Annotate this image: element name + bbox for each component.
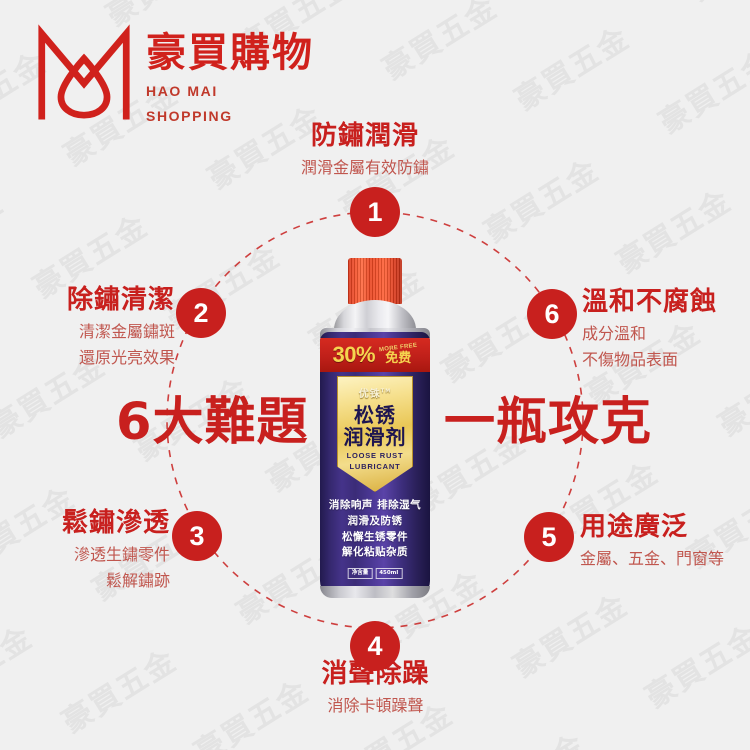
bottle-feature-line: 润滑及防锈 (347, 514, 403, 527)
feature-subtitle-4: 消除卡頓躁聲 (327, 695, 424, 715)
m-droplet-logo-icon (38, 24, 130, 120)
feature-block-2: 除鏽清潔 清潔金屬鏽斑 還原光亮效果 (10, 285, 175, 369)
feature-subtitle-6-line2: 不傷物品表面 (582, 350, 679, 370)
headline-right: 一瓶攻克 (444, 393, 653, 452)
bottle-cap (348, 258, 402, 304)
label-brand-text: 优铢 (358, 389, 381, 400)
volume-badge: 净含量 450ml (347, 568, 403, 579)
bottle-feature-line: 消除响声 排除湿气 (328, 499, 422, 511)
watermark-text: 豪買五金 (0, 0, 83, 11)
feature-subtitle-1: 潤滑金屬有效防鏽 (300, 157, 429, 177)
brand-text-block: 豪買購物 HAO MAI SHOPPING (146, 24, 314, 124)
feature-block-5: 用途廣泛 金屬、五金、門窗等 (580, 512, 748, 569)
bottle-base-ring (320, 586, 430, 598)
feature-title-3: 鬆鏽滲透 (61, 508, 170, 538)
bottle-feature-line: 解化粘贴杂质 (342, 546, 408, 559)
watermark-text: 豪買五金 (465, 727, 592, 750)
feature-badge-3: 3 (172, 511, 222, 561)
feature-badge-6: 6 (527, 289, 577, 339)
feature-block-3: 鬆鏽滲透 滲透生鏽零件 鬆解鏽跡 (10, 508, 170, 592)
watermark-text: 豪買五金 (610, 183, 738, 281)
feature-title-1: 防鏽潤滑 (310, 121, 419, 151)
label-title-en-line2: LUBRICANT (349, 461, 401, 471)
headline-left: 6大難題 (116, 393, 309, 452)
watermark-text: 豪買五金 (509, 20, 637, 118)
feature-subtitle-3-line2: 鬆解鏽跡 (105, 571, 170, 591)
label-brand-cn: 优铢TM (359, 385, 391, 400)
volume-label: 净含量 (347, 568, 373, 579)
feature-subtitle-2-line1: 清潔金屬鏽斑 (78, 321, 175, 341)
feature-badge-2: 2 (176, 288, 226, 338)
brand-name-en-line2: SHOPPING (146, 108, 233, 124)
label-title-line2: 润滑剂 (343, 424, 407, 449)
trademark-symbol: TM (380, 388, 392, 395)
brand-header: 豪買購物 HAO MAI SHOPPING (36, 24, 314, 124)
watermark-text: 豪買五金 (507, 587, 635, 686)
watermark-text: 豪買五金 (56, 643, 184, 741)
bottle-feature-line: 松懈生锈零件 (342, 530, 408, 543)
feature-title-6: 溫和不腐蝕 (582, 287, 718, 317)
brand-name-cn: 豪買購物 (146, 30, 314, 76)
watermark-text: 豪買五金 (0, 185, 11, 283)
bottle-body: 30% MORE FREE 免费 优铢TM 松锈 润滑剂 LOOSE RUST … (320, 332, 430, 598)
watermark-text: 豪買五金 (653, 43, 750, 142)
feature-block-4: 消聲除躁 消除卡頓躁聲 (273, 659, 478, 716)
promo-free-group: MORE FREE 免费 (379, 343, 418, 366)
promo-free-cn: 免费 (385, 351, 412, 366)
watermark-text: 豪買五金 (0, 619, 40, 718)
brand-name-en-line1: HAO MAI (146, 83, 218, 99)
promo-banner: 30% MORE FREE 免费 (320, 338, 430, 372)
feature-block-1: 防鏽潤滑 潤滑金屬有效防鏽 (265, 121, 465, 178)
feature-subtitle-2-line2: 還原光亮效果 (78, 348, 175, 368)
label-title-line1: 松锈 (354, 403, 396, 427)
feature-badge-1: 1 (350, 187, 400, 237)
label-title-en-line1: LOOSE RUST (346, 451, 404, 461)
volume-value: 450ml (375, 568, 403, 579)
feature-subtitle-6-line1: 成分溫和 (582, 323, 647, 343)
feature-block-6: 溫和不腐蝕 成分溫和 不傷物品表面 (582, 287, 748, 371)
feature-title-4: 消聲除躁 (321, 659, 430, 689)
product-bottle-image: 30% MORE FREE 免费 优铢TM 松锈 润滑剂 LOOSE RUST … (312, 258, 438, 598)
promo-percent: 30% (332, 342, 376, 367)
feature-badge-5: 5 (524, 512, 574, 562)
label-shield: 优铢TM 松锈 润滑剂 LOOSE RUST LUBRICANT (337, 376, 413, 492)
feature-title-5: 用途廣泛 (580, 512, 689, 542)
watermark-text: 豪買五金 (376, 0, 504, 88)
bottle-feature-lines: 消除响声 排除湿气 润滑及防锈 松懈生锈零件 解化粘贴杂质 (320, 498, 430, 561)
feature-subtitle-5: 金屬、五金、門窗等 (580, 548, 725, 568)
watermark-text: 豪買五金 (639, 618, 750, 716)
watermark-text: 豪買五金 (478, 152, 606, 251)
watermark-text: 豪買五金 (684, 0, 750, 9)
feature-badge-4: 4 (350, 621, 400, 671)
feature-subtitle-3-line1: 滲透生鏽零件 (73, 544, 170, 564)
feature-title-2: 除鏽清潔 (66, 285, 175, 315)
